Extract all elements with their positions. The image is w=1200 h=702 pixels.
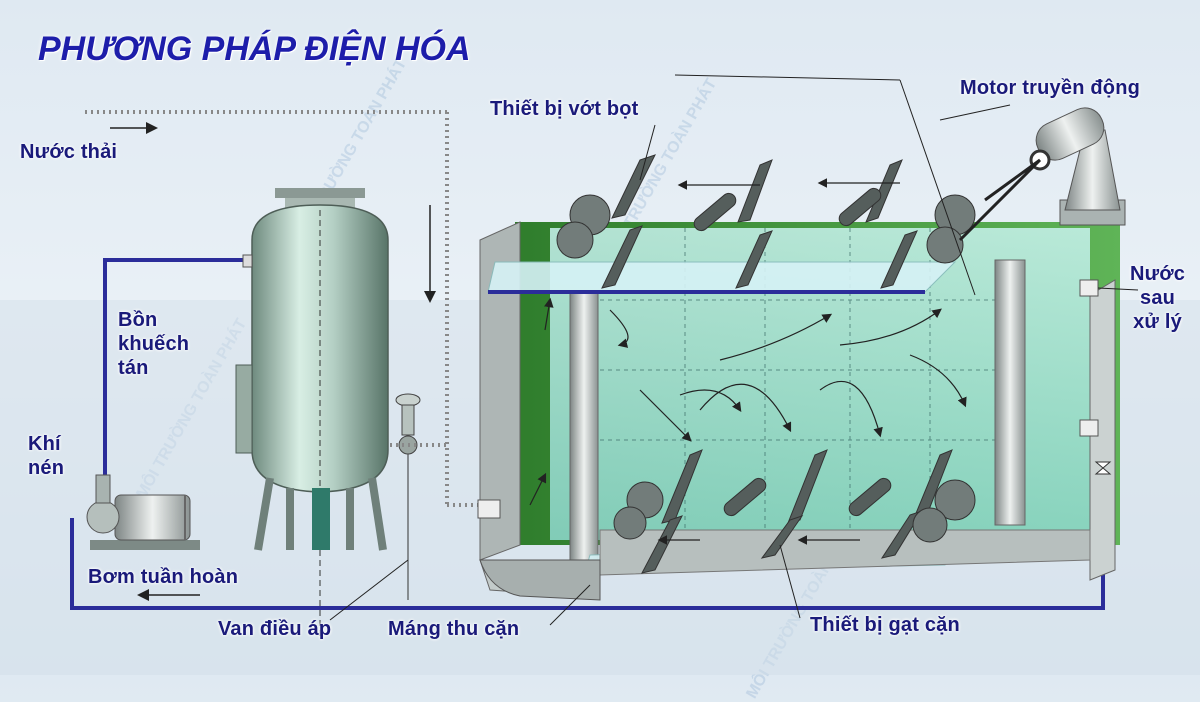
sludge-hopper [479, 559, 601, 601]
label-thiet-bi-gat-can: Thiết bị gạt cặn [810, 614, 960, 636]
diagram-canvas: MÔI TRƯỜNG TOÀN PHÁT MÔI TRƯỜNG TOÀN PHÁ… [0, 30, 1200, 702]
outlet [477, 279, 1112, 519]
label-nuoc-thai: Nước thải [20, 141, 118, 163]
circulation-pump [86, 474, 200, 550]
label-line: Nước [1130, 263, 1186, 285]
scraper-blades [613, 449, 976, 574]
label-line: Khí [28, 433, 61, 455]
label-line: tán [118, 357, 149, 379]
label-thiet-bi-vot-bot: Thiết bị vớt bọt [490, 98, 639, 120]
inlet-pipe [85, 110, 480, 507]
label-nuoc-sau-xu-ly: Nước sau xử lý [1130, 262, 1185, 334]
label-motor: Motor truyền động [960, 77, 1141, 99]
process-diagram [0, 74, 1200, 675]
label-line: Bồn [118, 309, 158, 331]
label-line: xử lý [1133, 311, 1182, 333]
drive-motor [958, 107, 1126, 242]
label-bom-tuan-hoan: Bơm tuần hoàn [88, 566, 239, 588]
label-line: nén [28, 457, 65, 479]
flotation-tank [479, 221, 1120, 599]
skimmer-blades [556, 154, 976, 289]
flow-arrows [529, 178, 967, 545]
leader-lines [329, 74, 1139, 626]
diagram-title: PHƯƠNG PHÁP ĐIỆN HÓA [38, 30, 471, 68]
pressure-valve [390, 393, 447, 600]
label-van-dieu-ap: Van điều áp [218, 618, 332, 640]
label-mang-thu-can: Máng thu cặn [388, 618, 520, 640]
label-bon-khuech-tan: Bồn khuếch tán [118, 308, 189, 380]
label-line: khuếch [118, 333, 190, 355]
diffusion-tank [235, 188, 389, 640]
label-line: sau [1140, 287, 1176, 309]
label-khi-nen: Khí nén [28, 432, 64, 480]
